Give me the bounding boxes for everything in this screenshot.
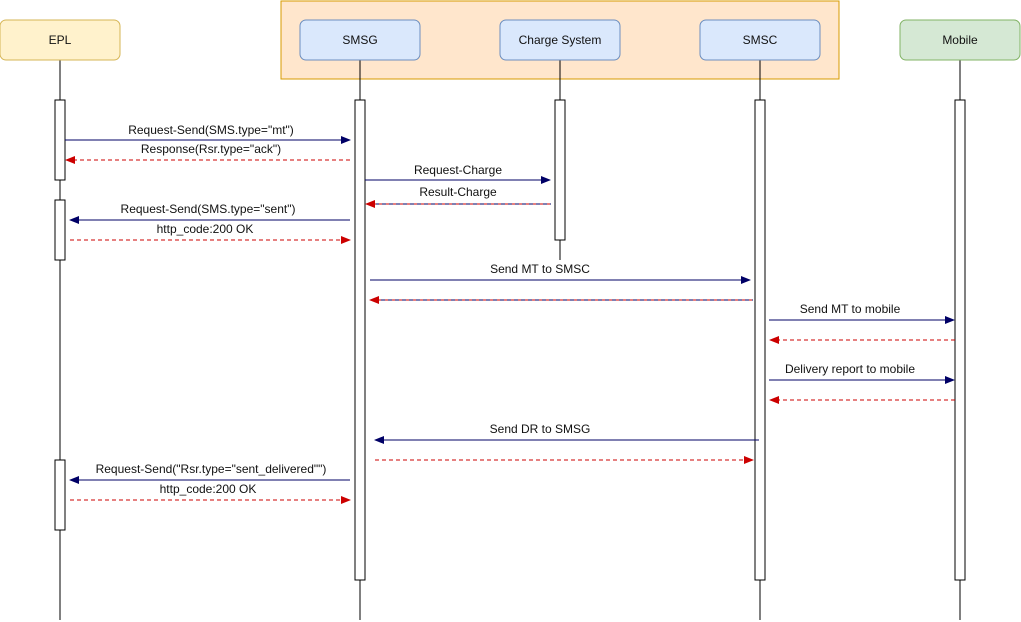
- participant-smsc-label: SMSC: [743, 33, 778, 47]
- activation-bars: [54, 99, 966, 581]
- participant-epl-label: EPL: [49, 33, 72, 47]
- message-label-request-send-sent-delivered: Request-Send("Rsr.type="sent_delivered""…: [96, 462, 327, 476]
- message-label-send-mt-to-smsc: Send MT to SMSC: [490, 262, 590, 276]
- participant-charge-system-label: Charge System: [519, 33, 602, 47]
- messages: Request-Send(SMS.type="mt") Response(Rsr…: [65, 123, 955, 504]
- epl-activation-1: [54, 99, 66, 181]
- smsg-activation: [354, 99, 366, 581]
- message-label-delivery-report: Delivery report to mobile: [785, 362, 915, 376]
- charge-system-activation: [554, 99, 566, 241]
- epl-activation-3: [54, 459, 66, 531]
- smsc-activation: [754, 99, 766, 581]
- participant-charge-system: Charge System: [499, 19, 621, 61]
- participant-smsg-label: SMSG: [342, 33, 377, 47]
- message-label-http-200-ok-2: http_code:200 OK: [160, 482, 257, 496]
- participant-mobile: Mobile: [899, 19, 1021, 61]
- message-label-send-mt-to-mobile: Send MT to mobile: [800, 302, 901, 316]
- participant-smsg: SMSG: [299, 19, 421, 61]
- message-label-result-charge: Result-Charge: [419, 185, 497, 199]
- participant-mobile-label: Mobile: [942, 33, 978, 47]
- mobile-activation: [954, 99, 966, 581]
- message-label-http-200-ok-1: http_code:200 OK: [157, 222, 254, 236]
- participant-epl: EPL: [0, 19, 121, 61]
- participant-smsc: SMSC: [699, 19, 821, 61]
- message-label-response-ack: Response(Rsr.type="ack"): [141, 142, 281, 156]
- epl-activation-2: [54, 199, 66, 261]
- message-label-request-charge: Request-Charge: [414, 163, 502, 177]
- message-label-request-send-mt: Request-Send(SMS.type="mt"): [128, 123, 294, 137]
- message-label-request-send-sent: Request-Send(SMS.type="sent"): [121, 202, 296, 216]
- message-label-send-dr-to-smsg: Send DR to SMSG: [490, 422, 591, 436]
